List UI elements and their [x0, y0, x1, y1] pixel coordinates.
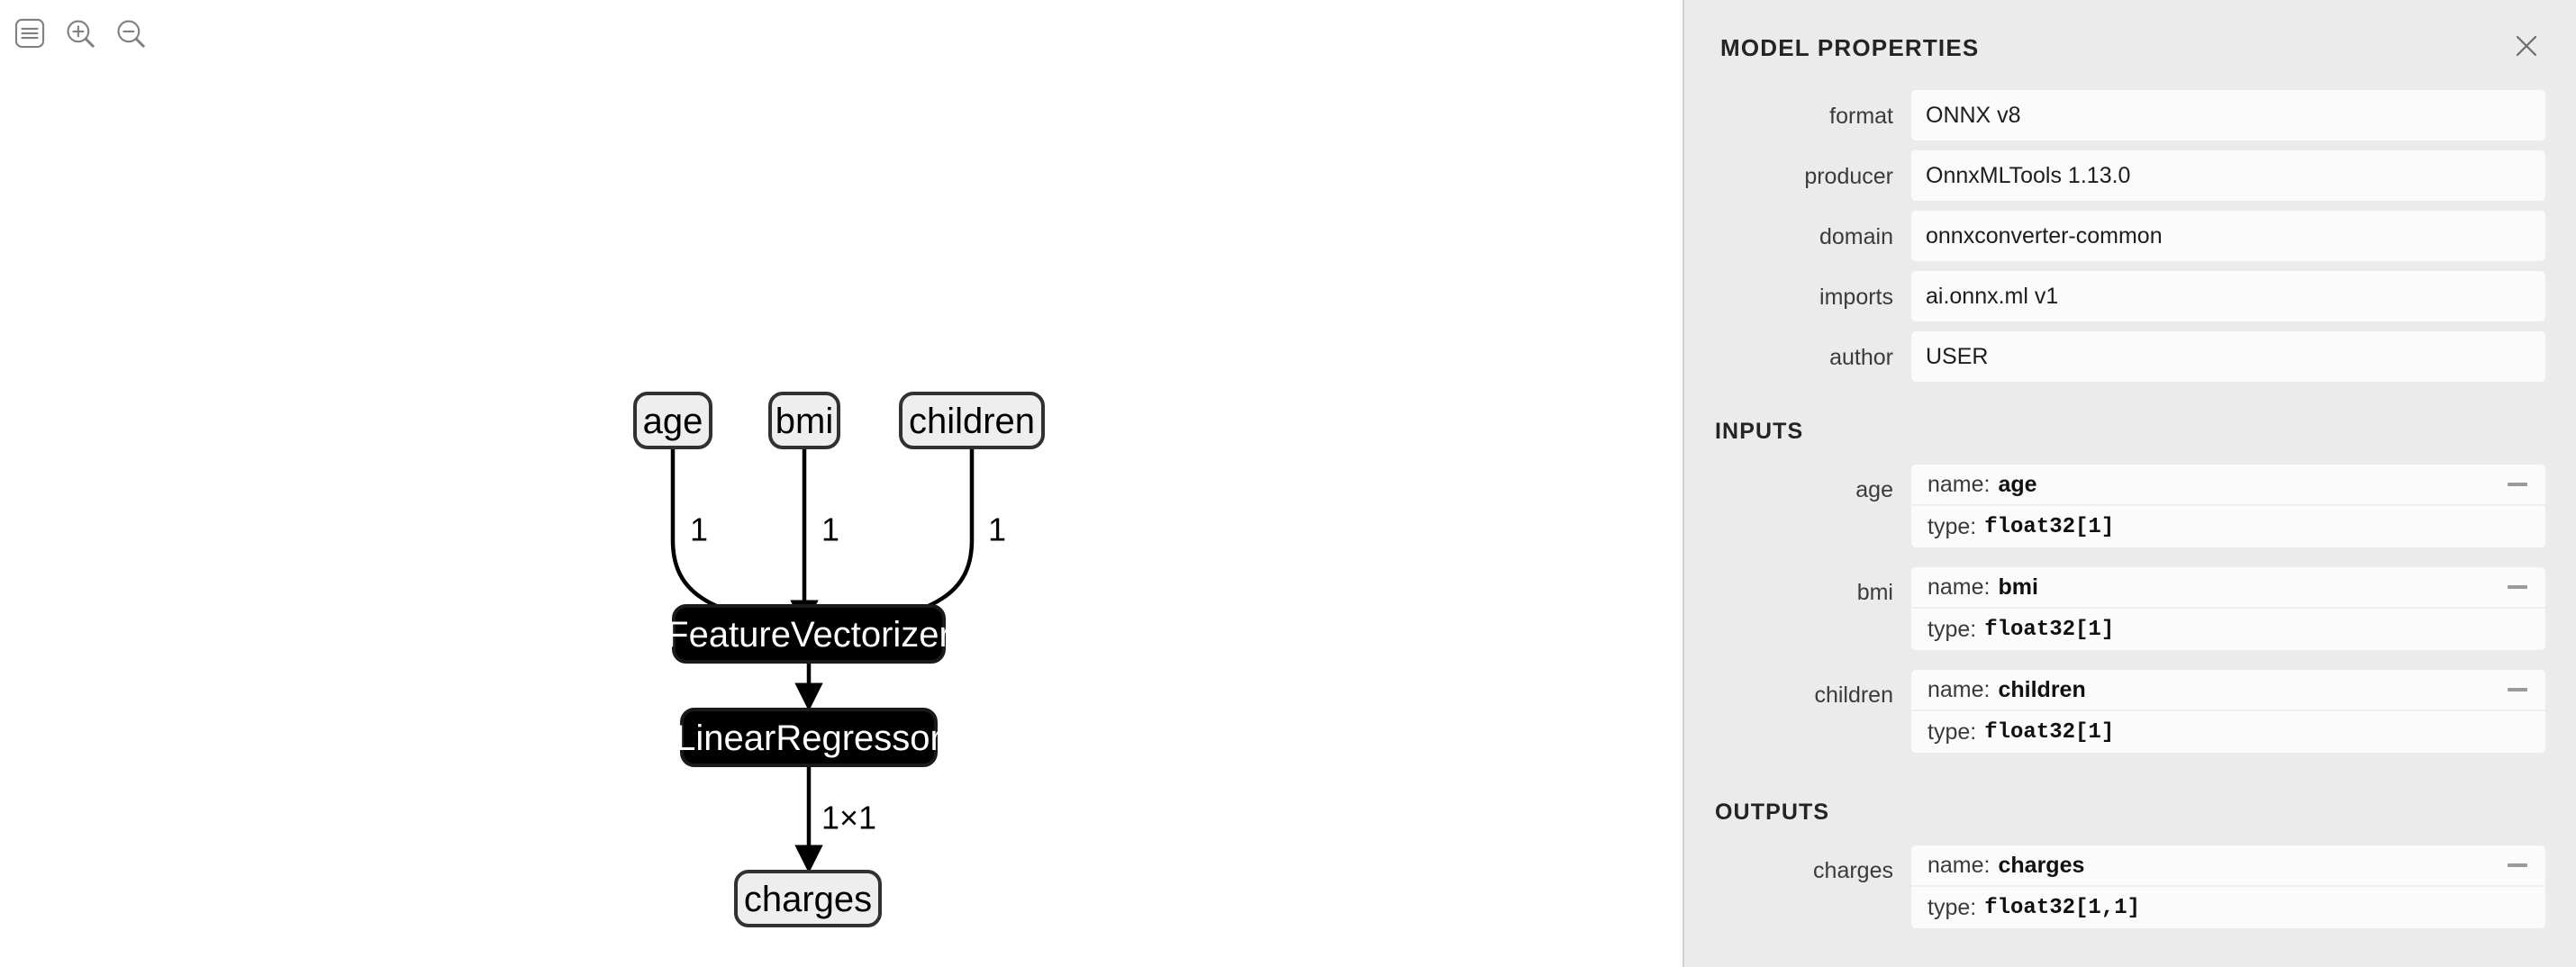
- property-value-author[interactable]: USER: [1911, 331, 2545, 382]
- property-label-format: format: [1829, 104, 1893, 129]
- property-value-domain[interactable]: onnxconverter-common: [1911, 211, 2545, 261]
- property-value-imports[interactable]: ai.onnx.ml v1: [1911, 271, 2545, 321]
- sidebar-bottom-spacer: [1684, 948, 2576, 967]
- input-name-key-children: name:: [1927, 676, 1991, 702]
- node-charges[interactable]: charges: [734, 870, 882, 927]
- collapse-toggle-icon[interactable]: [2508, 585, 2527, 589]
- input-card-age[interactable]: name: age type: float32[1]: [1911, 465, 2545, 547]
- input-type-line-children: type: float32[1]: [1911, 711, 2545, 753]
- input-type-line-bmi: type: float32[1]: [1911, 609, 2545, 650]
- property-row-producer: producer OnnxMLTools 1.13.0: [1684, 150, 2545, 201]
- edge-label-age: 1: [690, 511, 708, 548]
- input-name-line-bmi: name: bmi: [1911, 567, 2545, 609]
- graph-edge-labels: 1 1 1 1×1: [690, 511, 1006, 836]
- zoom-out-button[interactable]: [110, 13, 151, 54]
- node-bmi-label: bmi: [776, 402, 833, 441]
- model-graph[interactable]: 1 1 1 1×1 age bmi children: [0, 0, 1683, 967]
- input-card-children[interactable]: name: children type: float32[1]: [1911, 670, 2545, 753]
- output-type-key-charges: type:: [1927, 894, 1977, 920]
- collapse-toggle-icon[interactable]: [2508, 483, 2527, 486]
- node-linearregressor-label: LinearRegressor: [676, 718, 942, 758]
- output-name-line-charges: name: charges: [1911, 845, 2545, 887]
- node-charges-label: charges: [744, 880, 872, 919]
- inputs-list: age name: age type: float32[1] bmi: [1684, 465, 2576, 753]
- graph-canvas[interactable]: 1 1 1 1×1 age bmi children: [0, 0, 1683, 967]
- property-value-producer[interactable]: OnnxMLTools 1.13.0: [1911, 150, 2545, 201]
- output-card-charges[interactable]: name: charges type: float32[1,1]: [1911, 845, 2545, 928]
- model-properties-list: format ONNX v8 producer OnnxMLTools 1.13…: [1684, 90, 2576, 382]
- close-icon: [2516, 35, 2537, 57]
- zoom-in-icon: [67, 20, 95, 48]
- output-type-line-charges: type: float32[1,1]: [1911, 887, 2545, 928]
- node-children[interactable]: children: [899, 392, 1045, 449]
- property-row-format: format ONNX v8: [1684, 90, 2545, 140]
- input-label-children: children: [1814, 682, 1893, 708]
- node-featurevectorizer[interactable]: FeatureVectorizer: [667, 604, 951, 664]
- inputs-section-header: INPUTS: [1715, 419, 1804, 444]
- collapse-toggle-icon[interactable]: [2508, 688, 2527, 691]
- edge-label-children: 1: [988, 511, 1006, 548]
- node-age-label: age: [643, 402, 703, 441]
- output-name-value-charges: charges: [1998, 852, 2085, 878]
- input-type-key-bmi: type:: [1927, 616, 1977, 642]
- property-row-author: author USER: [1684, 331, 2545, 382]
- node-featurevectorizer-label: FeatureVectorizer: [667, 615, 951, 655]
- close-button[interactable]: [2508, 27, 2545, 65]
- collapse-toggle-icon[interactable]: [2508, 863, 2527, 867]
- outputs-section-header: OUTPUTS: [1715, 800, 1830, 825]
- output-name-key-charges: name:: [1927, 852, 1991, 878]
- menu-button[interactable]: [9, 13, 50, 54]
- input-row-bmi: bmi name: bmi type: float32[1]: [1684, 567, 2545, 650]
- input-name-value-age: age: [1998, 471, 2037, 497]
- input-name-value-bmi: bmi: [1998, 574, 2038, 600]
- input-type-key-children: type:: [1927, 718, 1977, 745]
- node-age[interactable]: age: [633, 392, 712, 449]
- input-type-value-bmi: float32[1]: [1984, 617, 2115, 642]
- property-row-domain: domain onnxconverter-common: [1684, 211, 2545, 261]
- property-label-domain: domain: [1819, 224, 1893, 249]
- input-type-value-children: float32[1]: [1984, 719, 2115, 745]
- node-linearregressor[interactable]: LinearRegressor: [676, 708, 942, 767]
- input-card-bmi[interactable]: name: bmi type: float32[1]: [1911, 567, 2545, 650]
- output-label-charges: charges: [1813, 858, 1893, 883]
- output-type-value-charges: float32[1,1]: [1984, 895, 2141, 920]
- property-label-producer: producer: [1804, 164, 1893, 189]
- input-type-value-age: float32[1]: [1984, 514, 2115, 539]
- input-name-key-age: name:: [1927, 471, 1991, 497]
- input-label-age: age: [1855, 477, 1893, 502]
- input-name-line-children: name: children: [1911, 670, 2545, 711]
- edge-children-to-featurevectorizer: [847, 447, 975, 637]
- output-row-charges: charges name: charges type: float32[1,1]: [1684, 845, 2545, 928]
- node-children-label: children: [909, 402, 1035, 441]
- property-value-format[interactable]: ONNX v8: [1911, 90, 2545, 140]
- graph-toolbar[interactable]: [9, 13, 151, 54]
- input-row-age: age name: age type: float32[1]: [1684, 465, 2545, 547]
- menu-icon: [14, 18, 45, 49]
- zoom-out-icon: [117, 20, 145, 48]
- input-label-bmi: bmi: [1856, 580, 1893, 605]
- edge-label-bmi: 1: [821, 511, 839, 548]
- input-name-key-bmi: name:: [1927, 574, 1991, 600]
- outputs-list: charges name: charges type: float32[1,1]: [1684, 845, 2576, 928]
- node-bmi[interactable]: bmi: [768, 392, 840, 449]
- model-properties-panel[interactable]: MODEL PROPERTIES format ONNX v8 producer…: [1683, 0, 2576, 967]
- input-type-key-age: type:: [1927, 513, 1977, 539]
- property-label-author: author: [1829, 345, 1893, 370]
- zoom-in-button[interactable]: [59, 13, 101, 54]
- input-type-line-age: type: float32[1]: [1911, 506, 2545, 547]
- input-row-children: children name: children type: float32[1]: [1684, 670, 2545, 753]
- input-name-value-children: children: [1998, 676, 2086, 702]
- page-title: MODEL PROPERTIES: [1720, 34, 1980, 61]
- property-row-imports: imports ai.onnx.ml v1: [1684, 271, 2545, 321]
- sidebar-header: MODEL PROPERTIES: [1684, 0, 2576, 90]
- edge-label-charges: 1×1: [821, 800, 876, 836]
- property-label-imports: imports: [1819, 285, 1893, 310]
- input-name-line-age: name: age: [1911, 465, 2545, 506]
- graph-nodes[interactable]: age bmi children FeatureVectorizer Linea: [633, 392, 1045, 927]
